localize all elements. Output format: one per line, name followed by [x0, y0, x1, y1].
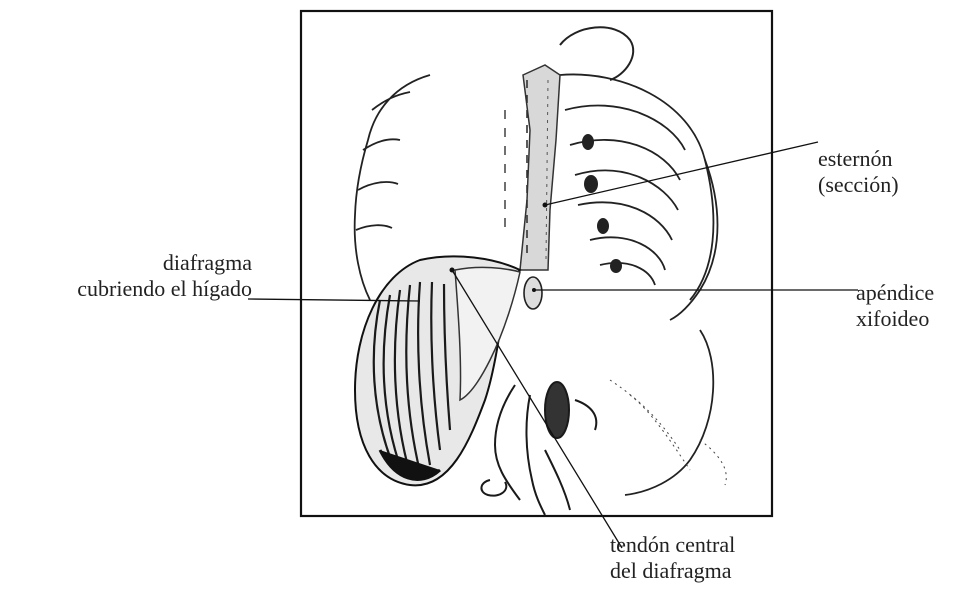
label-sternum-line1: esternón — [818, 146, 899, 172]
vessels — [481, 382, 596, 515]
abdomen-outline — [610, 380, 726, 485]
label-diaphragm-covering-liver: diafragma cubriendo el hígado — [0, 250, 252, 302]
label-sternum-line2: (sección) — [818, 172, 899, 198]
xiphoid-process — [524, 277, 542, 309]
label-diaphragm-line1: diafragma — [0, 250, 252, 276]
label-sternum-section: esternón (sección) — [818, 146, 899, 198]
label-central-tendon: tendón central del diafragma — [610, 532, 735, 584]
sternum — [520, 65, 560, 270]
label-tendon-line2: del diafragma — [610, 558, 735, 584]
label-diaphragm-line2: cubriendo el hígado — [0, 276, 252, 302]
label-tendon-line1: tendón central — [610, 532, 735, 558]
label-xiphoid-line1: apéndice — [856, 280, 934, 306]
top-curve — [560, 27, 633, 80]
label-xiphoid-process: apéndice xifoideo — [856, 280, 934, 332]
leader-esternon — [545, 142, 818, 205]
leader-lines — [248, 142, 858, 548]
label-xiphoid-line2: xifoideo — [856, 306, 934, 332]
